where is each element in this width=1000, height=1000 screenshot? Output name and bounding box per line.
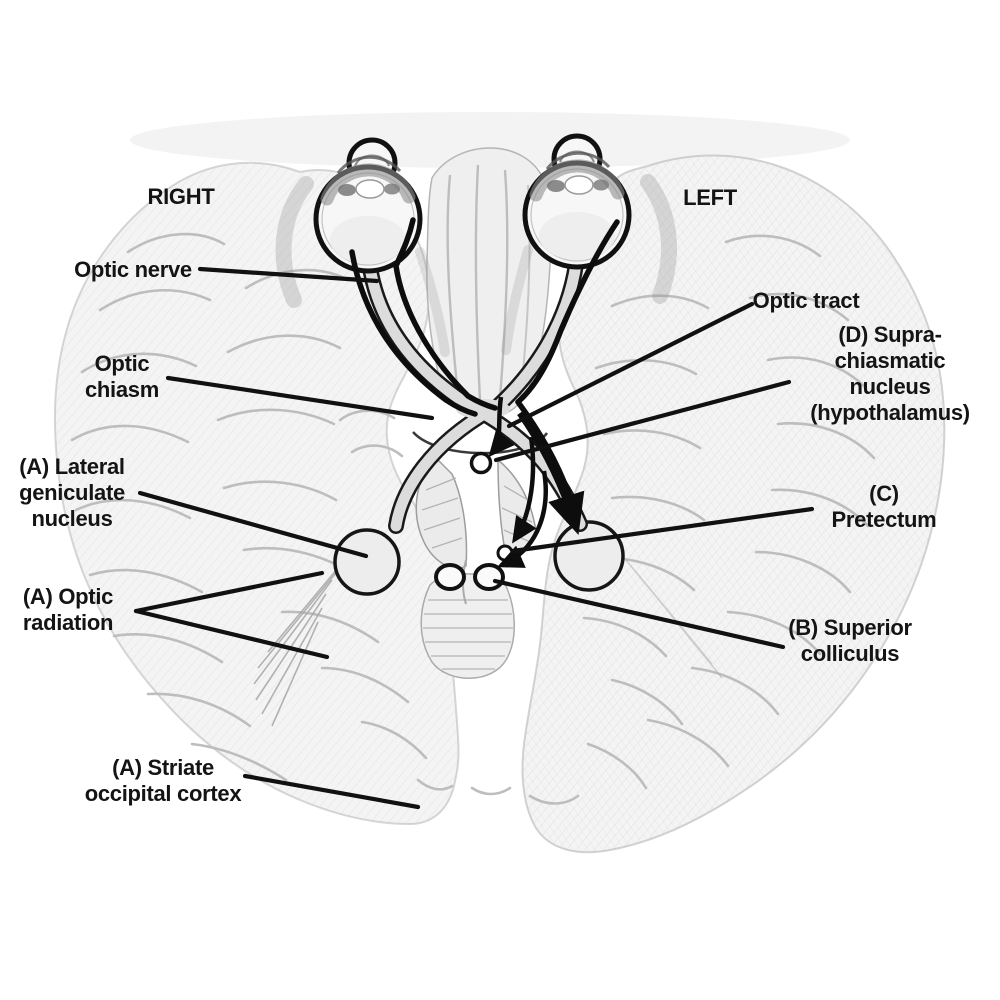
optic-radiation-fibers-right (625, 559, 723, 679)
label-optic-tract: Optic tract (752, 288, 860, 314)
leader-superior-colliculus (492, 578, 786, 650)
leader-optic-radiation-upper (133, 570, 325, 614)
frontal-midline-gyri (426, 147, 552, 418)
label-striate-occipital-cortex: (A) Striate occipital cortex (84, 755, 242, 806)
pretectum-circle (496, 544, 514, 562)
orientation-label-right: RIGHT (147, 184, 215, 210)
leader-optic-chiasm (165, 375, 435, 421)
leader-scn (493, 379, 792, 463)
arrow-to-superior-colliculus (497, 470, 548, 568)
lgn-left-circle (553, 520, 625, 592)
gyri-texture-left (70, 232, 454, 791)
suprachiasmatic-nucleus-circle (469, 451, 493, 475)
right-eye (313, 137, 423, 274)
lgn-right-circle (333, 528, 401, 596)
right-hemisphere-drawing (53, 161, 460, 826)
leader-optic-tract (506, 301, 755, 429)
label-optic-radiation: (A) Optic radiation (22, 584, 114, 635)
leader-striate-cortex (242, 773, 421, 810)
leader-lgn (137, 490, 369, 559)
gyri-texture-right (470, 234, 876, 805)
orientation-label-left: LEFT (683, 185, 737, 211)
leader-optic-radiation-lower (133, 608, 330, 660)
leader-pretectum (510, 506, 815, 554)
leader-lines (133, 266, 815, 810)
orbital-shading (275, 174, 677, 357)
left-hemisphere-drawing (521, 154, 946, 854)
superior-colliculus-circle-b (473, 563, 505, 591)
label-pretectum: (C) Pretectum (831, 481, 937, 532)
leader-optic-nerve (197, 266, 380, 284)
label-optic-chiasm: Optic chiasm (84, 351, 160, 402)
label-suprachiasmatic-nucleus: (D) Supra-chiasmatic nucleus (hypothalam… (810, 322, 970, 425)
label-lateral-geniculate-nucleus: (A) Lateral geniculate nucleus (19, 454, 125, 531)
brainstem-vermis (420, 573, 515, 679)
label-superior-colliculus: (B) Superior colliculus (788, 615, 912, 666)
frontal-pole-wash (130, 112, 850, 168)
arrow-to-lgn (517, 410, 585, 536)
superior-colliculus-circle-a (434, 563, 466, 591)
arrow-to-scn (488, 396, 515, 458)
label-optic-nerve: Optic nerve (74, 257, 192, 283)
